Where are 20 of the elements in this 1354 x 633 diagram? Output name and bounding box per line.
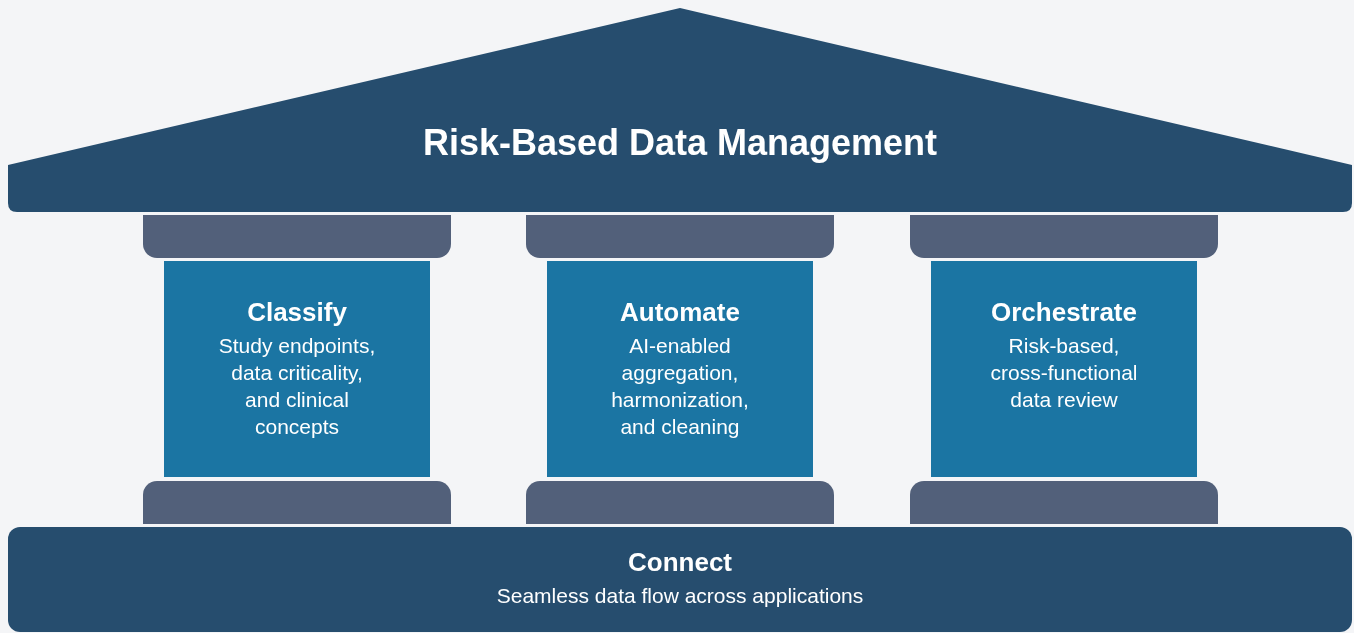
pillar-heading: Orchestrate xyxy=(991,297,1137,328)
pillar-shaft xyxy=(931,261,1197,477)
foundation-heading: Connect xyxy=(628,547,732,578)
pillar-description: AI-enabled aggregation, harmonization, and cleaning xyxy=(610,333,750,440)
pillar-capital xyxy=(910,215,1218,258)
foundation-band xyxy=(8,527,1352,632)
roof-title: Risk-Based Data Management xyxy=(421,122,939,164)
pillar-capital xyxy=(526,215,834,258)
pillar-heading: Classify xyxy=(247,297,347,328)
pillar-capital xyxy=(143,215,451,258)
pillar-base xyxy=(526,481,834,524)
pillar-shaft xyxy=(547,261,813,477)
pillar-description: Study endpoints, data criticality, and clinical concepts xyxy=(217,333,377,440)
foundation-description: Seamless data flow across applications xyxy=(496,583,864,609)
pillar-description: Risk-based, cross-functional data review xyxy=(989,333,1139,413)
roof-shape xyxy=(8,8,1352,213)
pillar-base xyxy=(910,481,1218,524)
pillar-base xyxy=(143,481,451,524)
pillar-shaft xyxy=(164,261,430,477)
pillar-heading: Automate xyxy=(620,297,740,328)
